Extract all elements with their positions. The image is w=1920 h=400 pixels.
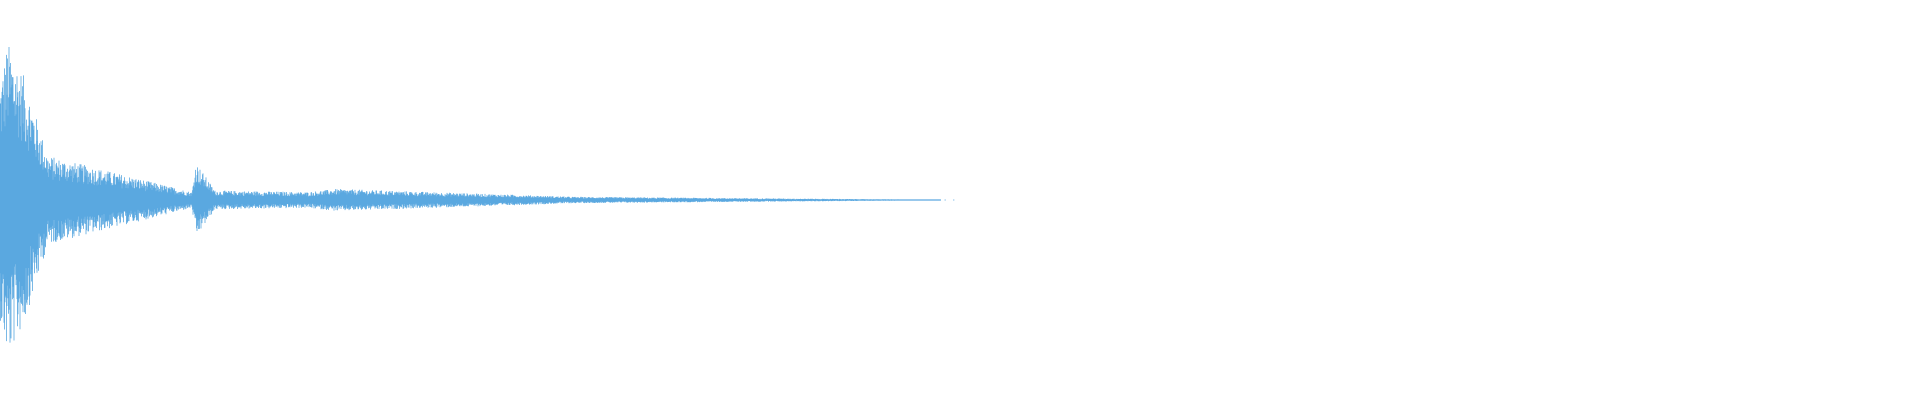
waveform-path [0, 47, 941, 343]
waveform-tail-dot [953, 199, 955, 201]
waveform-tail-dot [944, 199, 946, 201]
